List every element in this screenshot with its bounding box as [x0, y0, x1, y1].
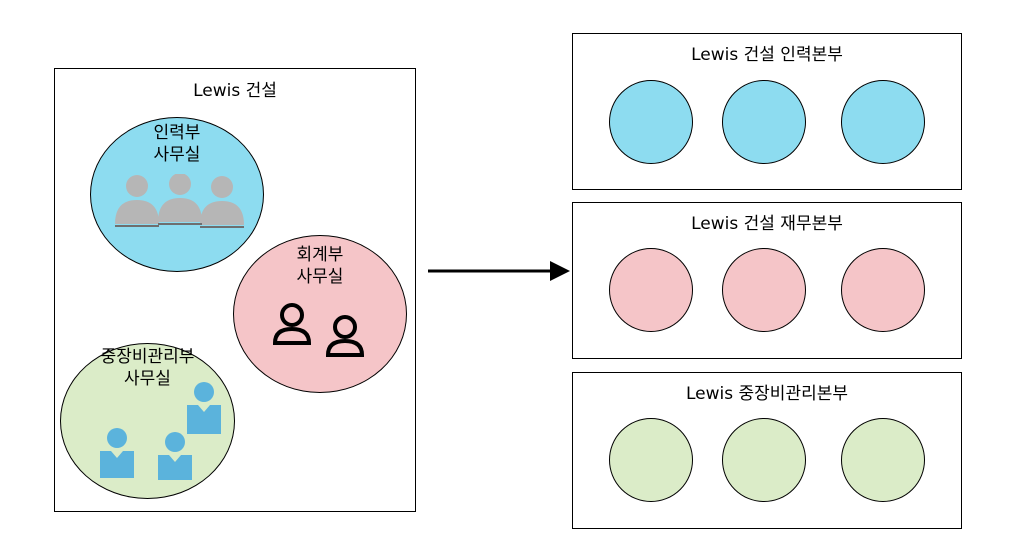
right-arrow-icon: [428, 261, 570, 281]
personnel-hq-box: Lewis 건설 인력본부: [572, 33, 962, 190]
equipment-hq-box: Lewis 중장비관리본부: [572, 372, 962, 529]
equipment-hq-circle-1: [609, 418, 693, 502]
accounting-office-label-2: 사무실: [296, 267, 344, 287]
finance-hq-circle-2: [722, 248, 806, 332]
equipment-office-label-2: 사무실: [124, 369, 171, 389]
personnel-hq-circle-1: [609, 80, 693, 164]
equipment-office-circle: 중장비관리부 사무실: [60, 343, 235, 499]
equipment-hq-circle-3: [841, 418, 925, 502]
equipment-hq-circle-2: [722, 418, 806, 502]
equipment-hq-title: Lewis 중장비관리본부: [686, 384, 848, 404]
outline-person-icon: [272, 303, 365, 357]
gray-person-group-icon: [115, 174, 244, 228]
accounting-office-circle: 회계부 사무실: [233, 235, 407, 393]
equipment-office-label-1: 중장비관리부: [100, 347, 195, 367]
personnel-hq-circle-2: [722, 80, 806, 164]
personnel-office-circle: 인력부 사무실: [90, 117, 264, 272]
personnel-office-label-1: 인력부: [153, 123, 201, 143]
personnel-hq-circle-3: [841, 80, 925, 164]
accounting-office-label-1: 회계부: [296, 245, 344, 265]
company-title: Lewis 건설: [193, 81, 277, 101]
personnel-office-label-2: 사무실: [153, 145, 201, 165]
finance-hq-circle-3: [841, 248, 925, 332]
finance-hq-box: Lewis 건설 재무본부: [572, 202, 962, 359]
personnel-hq-title: Lewis 건설 인력본부: [691, 45, 843, 65]
finance-hq-title: Lewis 건설 재무본부: [691, 214, 843, 234]
finance-hq-circle-1: [609, 248, 693, 332]
blue-person-icon: [100, 382, 221, 480]
